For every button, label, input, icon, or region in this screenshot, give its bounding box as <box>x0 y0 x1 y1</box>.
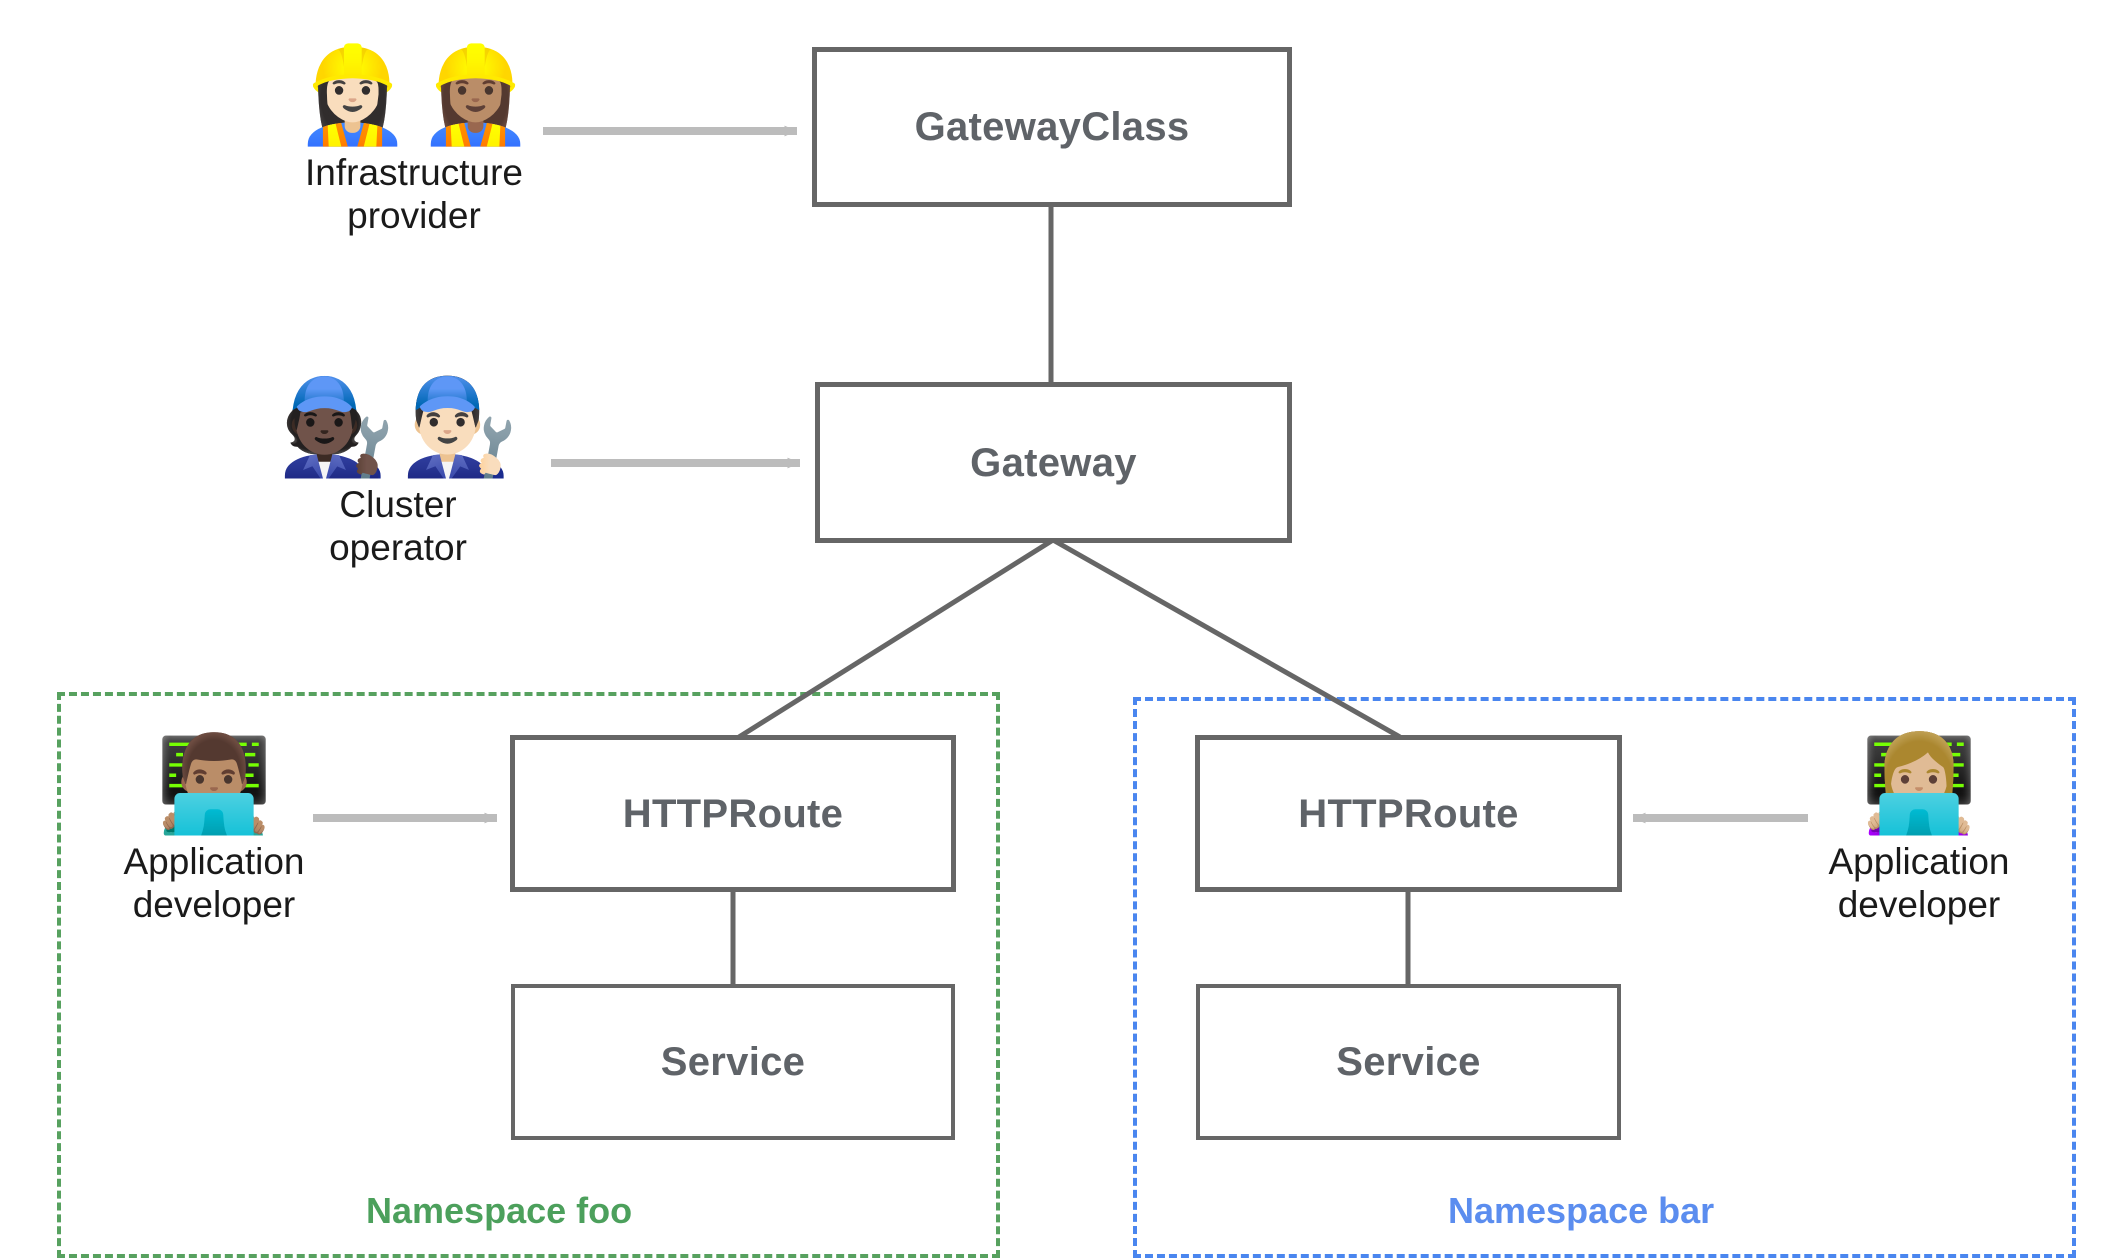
service-bar-box[interactable]: Service <box>1196 984 1621 1140</box>
namespace-bar-container <box>1133 697 2076 1258</box>
httproute-foo-box[interactable]: HTTPRoute <box>510 735 956 892</box>
woman-construction-worker-icon: 👷🏽‍♀️ <box>417 42 535 147</box>
persona-application-developer-foo: 👨🏽‍💻 Application developer <box>95 737 333 926</box>
woman-construction-worker-icon: 👷🏻‍♀️ <box>293 42 411 147</box>
cluster-operator-label: Cluster operator <box>329 484 467 568</box>
gateway-box[interactable]: Gateway <box>815 382 1292 543</box>
gatewayclass-label: GatewayClass <box>914 105 1190 149</box>
man-mechanic-icon: 👨🏻‍🔧 <box>401 374 519 479</box>
namespace-bar-label: Namespace bar <box>1448 1190 1715 1231</box>
gatewayclass-box[interactable]: GatewayClass <box>812 47 1292 207</box>
namespace-foo-container <box>57 692 1000 1258</box>
cluster-operator-icons: 🧑🏿‍🔧 👨🏻‍🔧 <box>278 380 518 474</box>
httproute-foo-label: HTTPRoute <box>622 791 844 836</box>
persona-infrastructure-provider: 👷🏻‍♀️ 👷🏽‍♀️ Infrastructure provider <box>274 48 554 237</box>
application-developer-foo-icons: 👨🏽‍💻 <box>155 737 272 831</box>
namespace-foo-label: Namespace foo <box>366 1190 633 1231</box>
application-developer-foo-label: Application developer <box>123 841 305 925</box>
man-technologist-icon: 👨🏽‍💻 <box>155 731 273 836</box>
service-foo-label: Service <box>660 1040 806 1084</box>
persona-cluster-operator: 🧑🏿‍🔧 👨🏻‍🔧 Cluster operator <box>258 380 538 569</box>
persona-application-developer-bar: 👩🏼‍💻 Application developer <box>1800 737 2038 926</box>
mechanic-icon: 🧑🏿‍🔧 <box>277 374 395 479</box>
service-bar-label: Service <box>1336 1040 1481 1084</box>
infrastructure-provider-icons: 👷🏻‍♀️ 👷🏽‍♀️ <box>294 48 534 142</box>
woman-technologist-icon: 👩🏼‍💻 <box>1860 731 1978 836</box>
gateway-label: Gateway <box>970 440 1137 485</box>
httproute-bar-label: HTTPRoute <box>1298 791 1519 836</box>
service-foo-box[interactable]: Service <box>511 984 955 1140</box>
infrastructure-provider-label: Infrastructure provider <box>305 152 523 236</box>
application-developer-bar-icons: 👩🏼‍💻 <box>1860 737 1977 831</box>
httproute-bar-box[interactable]: HTTPRoute <box>1195 735 1622 892</box>
application-developer-bar-label: Application developer <box>1828 841 2010 925</box>
